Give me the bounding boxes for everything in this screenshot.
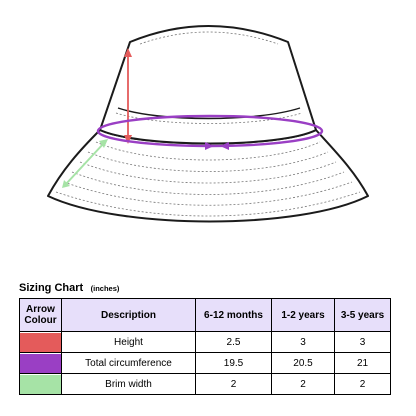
header-3-5-years: 3-5 years — [334, 298, 391, 332]
brim-width-colour-swatch — [20, 374, 61, 394]
row-value: 2.5 — [195, 331, 272, 353]
sizing-chart-title: Sizing Chart — [19, 282, 84, 294]
row-value: 20.5 — [271, 352, 335, 374]
row-value: 2 — [271, 373, 335, 395]
hat-outline — [47, 25, 369, 223]
header-1-2-years: 1-2 years — [271, 298, 335, 332]
header-6-12-months: 6-12 months — [195, 298, 272, 332]
table-row: Brim width 2 2 2 — [19, 373, 391, 395]
row-value: 3 — [271, 331, 335, 353]
sizing-chart-unit: (inches) — [90, 284, 120, 293]
bucket-hat-diagram — [47, 25, 369, 223]
header-description: Description — [61, 298, 196, 332]
sizing-chart-heading: Sizing Chart (inches) — [19, 278, 119, 296]
height-arrow — [124, 48, 132, 144]
hat-crown — [99, 25, 317, 145]
circumference-arrow — [96, 114, 324, 150]
row-value: 2 — [334, 373, 391, 395]
colour-swatch-cell — [19, 352, 62, 374]
hat-band-top-line — [117, 107, 301, 120]
row-description: Brim width — [61, 373, 196, 395]
header-arrow-colour: Arrow Colour — [19, 298, 62, 332]
crown-stitch — [139, 31, 279, 45]
colour-swatch-cell — [19, 373, 62, 395]
row-value: 21 — [334, 352, 391, 374]
table-header-row: Arrow Colour Description 6-12 months 1-2… — [19, 298, 391, 332]
row-value: 2 — [195, 373, 272, 395]
hat-band-stitch — [115, 112, 303, 124]
colour-swatch-cell — [19, 331, 62, 353]
row-value: 19.5 — [195, 352, 272, 374]
brim-stitches — [55, 141, 361, 217]
row-description: Total circumference — [61, 352, 196, 374]
table-row: Height 2.5 3 3 — [19, 331, 391, 353]
row-description: Height — [61, 331, 196, 353]
brim-width-arrow — [62, 139, 108, 188]
row-value: 3 — [334, 331, 391, 353]
height-colour-swatch — [20, 332, 61, 352]
table-row: Total circumference 19.5 20.5 21 — [19, 352, 391, 374]
sizing-table: Arrow Colour Description 6-12 months 1-2… — [19, 298, 391, 395]
circumference-colour-swatch — [20, 353, 61, 373]
